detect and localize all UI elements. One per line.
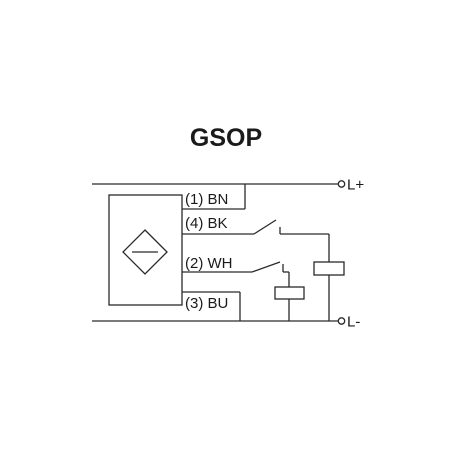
wire-label-bn: (1) BN [185,191,228,208]
switch-bk-contact [253,219,277,235]
sensor-symbol-diamond [122,229,168,275]
sensor-body [108,194,183,306]
diagram-title: GSOP [190,124,262,152]
switch-wh-contact [251,261,281,273]
wire-label-bk: (4) BK [185,215,228,232]
wire-label-wh: (2) WH [185,255,233,272]
wire-label-bu: (3) BU [185,295,228,312]
load-wh [274,286,305,300]
load-bk [313,261,345,276]
positive-terminal-circle [337,180,346,188]
negative-terminal-circle [337,317,346,325]
negative-terminal-label: L- [347,314,360,331]
positive-terminal-label: L+ [347,177,364,194]
